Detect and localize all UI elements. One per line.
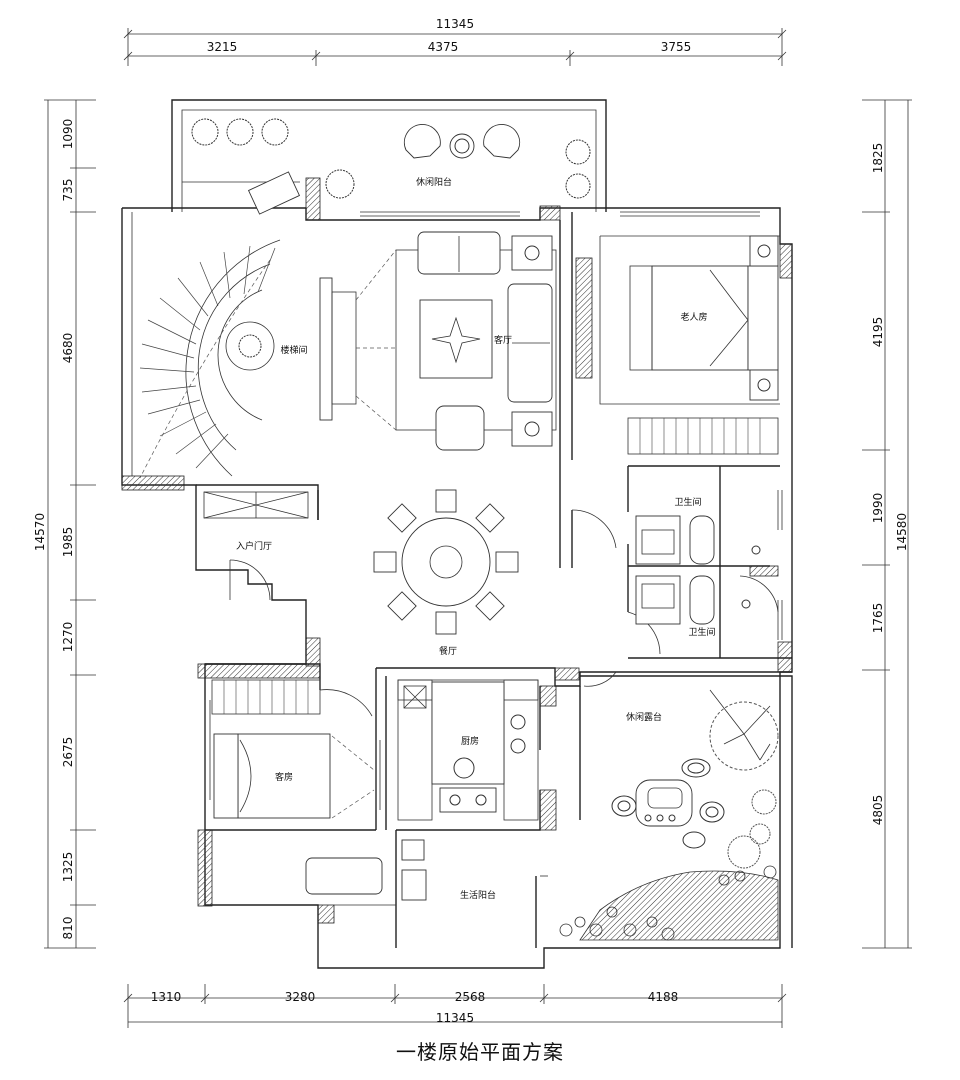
dim-left-2: 735: [61, 179, 75, 202]
dim-right-1: 1825: [871, 143, 885, 174]
dim-left-total: 14570: [33, 513, 47, 551]
bathroom-fixtures: [635, 515, 761, 625]
label-bathroom-1: 卫生间: [674, 496, 701, 508]
label-kitchen: 厨房: [461, 735, 479, 747]
dim-left-6: 2675: [61, 737, 75, 768]
label-service-balcony: 生活阳台: [460, 889, 496, 901]
label-entrance-hall: 入户门厅: [236, 540, 272, 552]
dim-left-1: 1090: [61, 119, 75, 150]
kitchen-furniture: [397, 679, 548, 901]
entrance-furniture: [203, 491, 309, 519]
guest-room-furniture: [211, 679, 383, 895]
dim-bottom-2: 3280: [285, 990, 316, 1004]
dim-left-8: 810: [61, 917, 75, 940]
plan-title: 一楼原始平面方案: [396, 1040, 564, 1064]
dimension-top: 11345 3215 4375 3755: [123, 17, 787, 66]
label-leisure-balcony: 休闲阳台: [416, 176, 452, 188]
dim-right-4: 1765: [871, 603, 885, 634]
label-leisure-terrace: 休闲露台: [626, 711, 662, 723]
dim-left-7: 1325: [61, 852, 75, 883]
label-elder-room: 老人房: [680, 311, 707, 323]
dim-bottom-1: 1310: [151, 990, 182, 1004]
dim-right-2: 4195: [871, 317, 885, 348]
dim-top-total: 11345: [436, 17, 474, 31]
dimension-right: 1825 4195 1990 1765 4805 14580: [862, 99, 912, 949]
dimension-bottom: 1310 3280 2568 4188 11345: [123, 984, 787, 1028]
spiral-staircase: [139, 239, 281, 479]
label-living-room: 客厅: [494, 334, 512, 346]
dimension-left: 1090 735 4680 1985 1270 2675 1325 810 14…: [33, 99, 96, 949]
balcony-furniture: [191, 118, 591, 215]
dim-right-total: 14580: [895, 513, 909, 551]
dining-table: [373, 489, 519, 635]
walls: [121, 99, 793, 969]
dim-bottom-3: 2568: [455, 990, 486, 1004]
room-labels: 休闲阳台 楼梯间 客厅 老人房 卫生间 卫生间 入户门厅 餐厅 客房 厨房 休闲…: [236, 176, 716, 901]
dim-bottom-total: 11345: [436, 1011, 474, 1025]
windows-doors: [182, 181, 783, 906]
dim-top-2: 4375: [428, 40, 459, 54]
dim-top-1: 3215: [207, 40, 238, 54]
dim-top-3: 3755: [661, 40, 692, 54]
label-guest-room: 客房: [275, 771, 293, 783]
dim-left-3: 4680: [61, 333, 75, 364]
living-room-furniture: [319, 231, 557, 451]
dim-right-3: 1990: [871, 493, 885, 524]
label-bathroom-2: 卫生间: [688, 626, 715, 638]
label-dining-room: 餐厅: [439, 645, 457, 657]
dim-right-5: 4805: [871, 795, 885, 826]
elder-room-furniture: [575, 235, 779, 455]
label-stairwell: 楼梯间: [280, 344, 307, 356]
dim-left-5: 1270: [61, 622, 75, 653]
dim-left-4: 1985: [61, 527, 75, 558]
dim-bottom-4: 4188: [648, 990, 679, 1004]
terrace-landscaping: [559, 689, 779, 941]
